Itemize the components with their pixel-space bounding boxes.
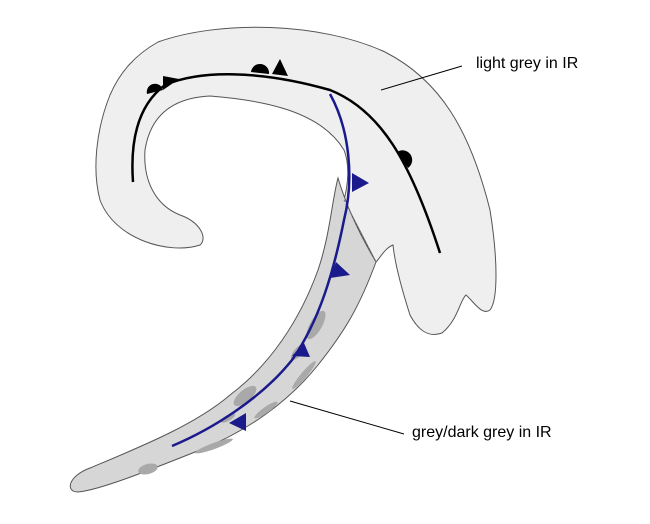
cold-triangle-symbol	[229, 413, 246, 431]
streak	[220, 413, 236, 423]
cold-triangle-symbol	[292, 343, 310, 357]
occluded-front-symbols	[146, 59, 413, 168]
leader-line-dark	[289, 400, 405, 435]
label-light-grey-in-ir: light grey in IR	[476, 55, 579, 72]
leader-line-light	[380, 65, 463, 91]
streak	[233, 385, 257, 407]
streak	[138, 463, 158, 475]
cold-triangle-symbol	[352, 173, 369, 192]
streak	[195, 438, 233, 454]
streak	[306, 310, 326, 340]
cold-front-symbols	[229, 173, 369, 431]
streak	[292, 361, 316, 389]
cold-triangle-symbol	[163, 76, 179, 90]
warm-semicircle-symbol	[146, 83, 163, 94]
streak	[254, 401, 278, 419]
cold-triangle-symbol	[330, 262, 350, 278]
label-grey-dark-grey-in-ir: grey/dark grey in IR	[412, 424, 552, 441]
warm-semicircle-symbol	[251, 63, 270, 74]
cold-front-line	[171, 93, 351, 448]
warm-semicircle-symbol	[397, 150, 413, 168]
cold-triangle-symbol	[272, 59, 288, 76]
